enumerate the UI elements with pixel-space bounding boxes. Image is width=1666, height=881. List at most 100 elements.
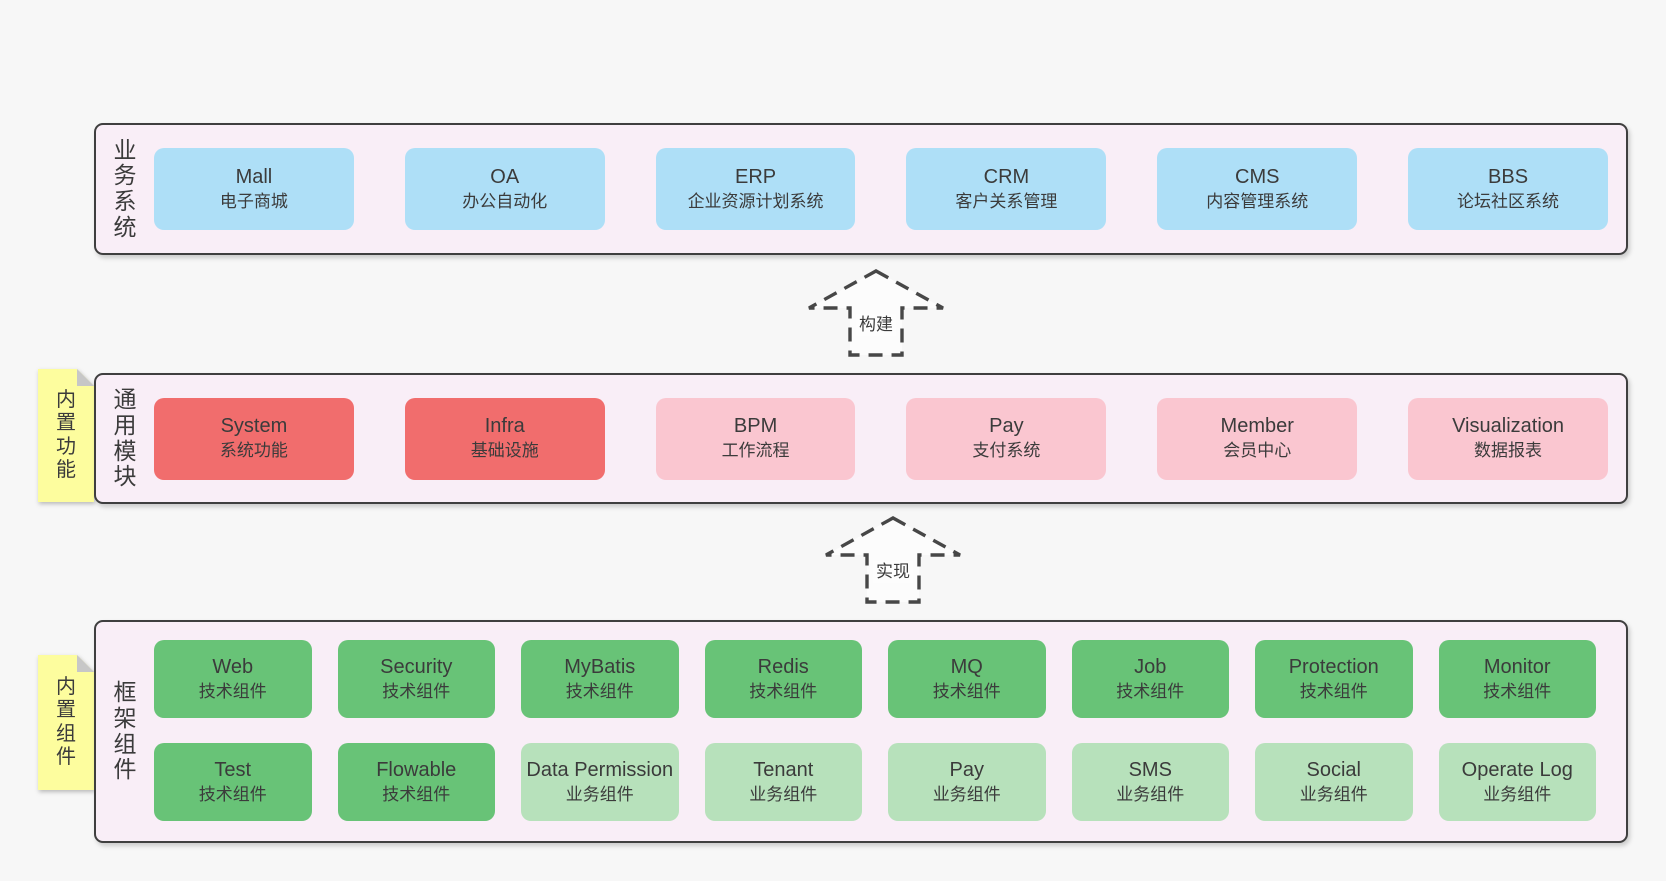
box-subtitle: 业务组件 xyxy=(1483,784,1552,804)
build-arrow: 构建 xyxy=(806,268,946,358)
layer-business-systems: 业务系统 Mall 电子商城 OA 办公自动化 ERP 企业资源计划系统 CRM… xyxy=(94,123,1628,255)
box-test: Test 技术组件 xyxy=(154,743,312,821)
box-title: Pay xyxy=(989,415,1024,437)
layer-label-text: 框架组件 xyxy=(113,679,137,783)
box-subtitle: 技术组件 xyxy=(382,784,451,804)
box-operate-log: Operate Log 业务组件 xyxy=(1438,743,1596,821)
box-pay: Pay 支付系统 xyxy=(906,397,1107,480)
box-subtitle: 客户关系管理 xyxy=(955,191,1058,211)
box-subtitle: 会员中心 xyxy=(1223,441,1292,460)
box-web: Web 技术组件 xyxy=(154,640,312,718)
box-subtitle: 业务组件 xyxy=(565,784,634,804)
box-subtitle: 业务组件 xyxy=(1116,784,1185,804)
box-title: BPM xyxy=(733,415,778,437)
box-flowable: Flowable 技术组件 xyxy=(337,743,495,821)
box-subtitle: 业务组件 xyxy=(749,784,818,804)
sticky-label-text: 内置组件 xyxy=(56,675,76,768)
framework-box-grid: Web 技术组件 Security 技术组件 MyBatis 技术组件 Redi… xyxy=(154,622,1626,841)
box-sms: SMS 业务组件 xyxy=(1071,743,1229,821)
layer-label-text: 业务系统 xyxy=(113,136,137,240)
sticky-label-wrap: 内置功能 xyxy=(38,369,94,502)
box-pay-business: Pay 业务组件 xyxy=(888,743,1046,821)
box-subtitle: 论坛社区系统 xyxy=(1457,191,1560,211)
box-subtitle: 技术组件 xyxy=(749,681,818,701)
layer-label-framework: 框架组件 xyxy=(96,622,154,841)
box-title: Pay xyxy=(949,758,984,781)
box-redis: Redis 技术组件 xyxy=(704,640,862,718)
box-subtitle: 工作流程 xyxy=(721,441,790,460)
layer-label-text: 通用模块 xyxy=(113,386,137,490)
box-member: Member 会员中心 xyxy=(1157,397,1358,480)
sticky-paper xyxy=(38,369,94,502)
box-title: Protection xyxy=(1288,655,1379,678)
box-subtitle: 技术组件 xyxy=(198,681,267,701)
box-subtitle: 系统功能 xyxy=(219,441,288,460)
box-bpm: BPM 工作流程 xyxy=(655,397,856,480)
box-bbs: BBS 论坛社区系统 xyxy=(1408,148,1608,230)
box-subtitle: 内容管理系统 xyxy=(1206,191,1309,211)
box-title: Data Permission xyxy=(526,758,674,781)
sticky-note-builtin-components: 内置组件 xyxy=(38,655,94,790)
box-protection: Protection 技术组件 xyxy=(1255,640,1413,718)
box-title: System xyxy=(220,415,288,437)
box-title: Web xyxy=(212,655,254,678)
box-subtitle: 技术组件 xyxy=(1483,681,1552,701)
box-job: Job 技术组件 xyxy=(1071,640,1229,718)
box-infra: Infra 基础设施 xyxy=(404,397,605,480)
box-tenant: Tenant 业务组件 xyxy=(704,743,862,821)
box-mall: Mall 电子商城 xyxy=(154,148,354,230)
box-subtitle: 数据报表 xyxy=(1474,441,1543,460)
box-erp: ERP 企业资源计划系统 xyxy=(655,148,856,230)
box-title: CMS xyxy=(1235,165,1280,188)
box-title: MyBatis xyxy=(564,655,636,678)
box-title: Test xyxy=(214,758,252,781)
box-social: Social 业务组件 xyxy=(1255,743,1413,821)
box-subtitle: 业务组件 xyxy=(1299,784,1368,804)
box-title: Job xyxy=(1134,655,1167,678)
sticky-label-wrap: 内置组件 xyxy=(38,655,94,790)
box-title: CRM xyxy=(983,165,1030,188)
business-box-row: Mall 电子商城 OA 办公自动化 ERP 企业资源计划系统 CRM 客户关系… xyxy=(154,125,1626,253)
box-title: Operate Log xyxy=(1461,758,1573,781)
box-security: Security 技术组件 xyxy=(337,640,495,718)
box-crm: CRM 客户关系管理 xyxy=(906,148,1107,230)
box-mybatis: MyBatis 技术组件 xyxy=(521,640,679,718)
box-data-permission: Data Permission 业务组件 xyxy=(521,743,679,821)
box-title: Social xyxy=(1306,758,1361,781)
box-title: Visualization xyxy=(1452,415,1565,437)
box-subtitle: 电子商城 xyxy=(219,191,288,211)
implement-arrow: 实现 xyxy=(823,515,963,605)
box-title: SMS xyxy=(1128,758,1172,781)
box-visualization: Visualization 数据报表 xyxy=(1408,397,1608,480)
up-arrow-icon xyxy=(808,269,944,357)
build-arrow-label: 构建 xyxy=(856,314,896,336)
box-title: Member xyxy=(1220,415,1294,437)
box-subtitle: 技术组件 xyxy=(198,784,267,804)
box-subtitle: 技术组件 xyxy=(932,681,1001,701)
box-title: Monitor xyxy=(1483,655,1551,678)
box-title: Tenant xyxy=(753,758,814,781)
box-mq: MQ 技术组件 xyxy=(888,640,1046,718)
layer-common-modules: 通用模块 System 系统功能 Infra 基础设施 BPM 工作流程 Pay… xyxy=(94,373,1628,504)
sticky-note-builtin-features: 内置功能 xyxy=(38,369,94,502)
box-title: MQ xyxy=(950,655,983,678)
box-title: OA xyxy=(490,165,520,188)
box-title: Infra xyxy=(484,415,525,437)
implement-arrow-label: 实现 xyxy=(873,561,913,583)
box-system: System 系统功能 xyxy=(154,397,354,480)
box-subtitle: 业务组件 xyxy=(932,784,1001,804)
modules-box-row: System 系统功能 Infra 基础设施 BPM 工作流程 Pay 支付系统… xyxy=(154,375,1626,502)
box-title: ERP xyxy=(735,165,777,188)
sticky-label-text: 内置功能 xyxy=(56,388,76,481)
box-title: Mall xyxy=(235,165,273,188)
box-title: BBS xyxy=(1488,165,1529,188)
box-subtitle: 支付系统 xyxy=(972,441,1041,460)
box-title: Redis xyxy=(757,655,809,678)
layer-framework-components: 框架组件 Web 技术组件 Security 技术组件 MyBatis 技术组件… xyxy=(94,620,1628,843)
box-oa: OA 办公自动化 xyxy=(404,148,605,230)
box-subtitle: 办公自动化 xyxy=(462,191,548,211)
layer-label-modules: 通用模块 xyxy=(96,375,154,502)
box-subtitle: 企业资源计划系统 xyxy=(687,191,824,211)
box-subtitle: 技术组件 xyxy=(382,681,451,701)
layer-label-business: 业务系统 xyxy=(96,125,154,253)
